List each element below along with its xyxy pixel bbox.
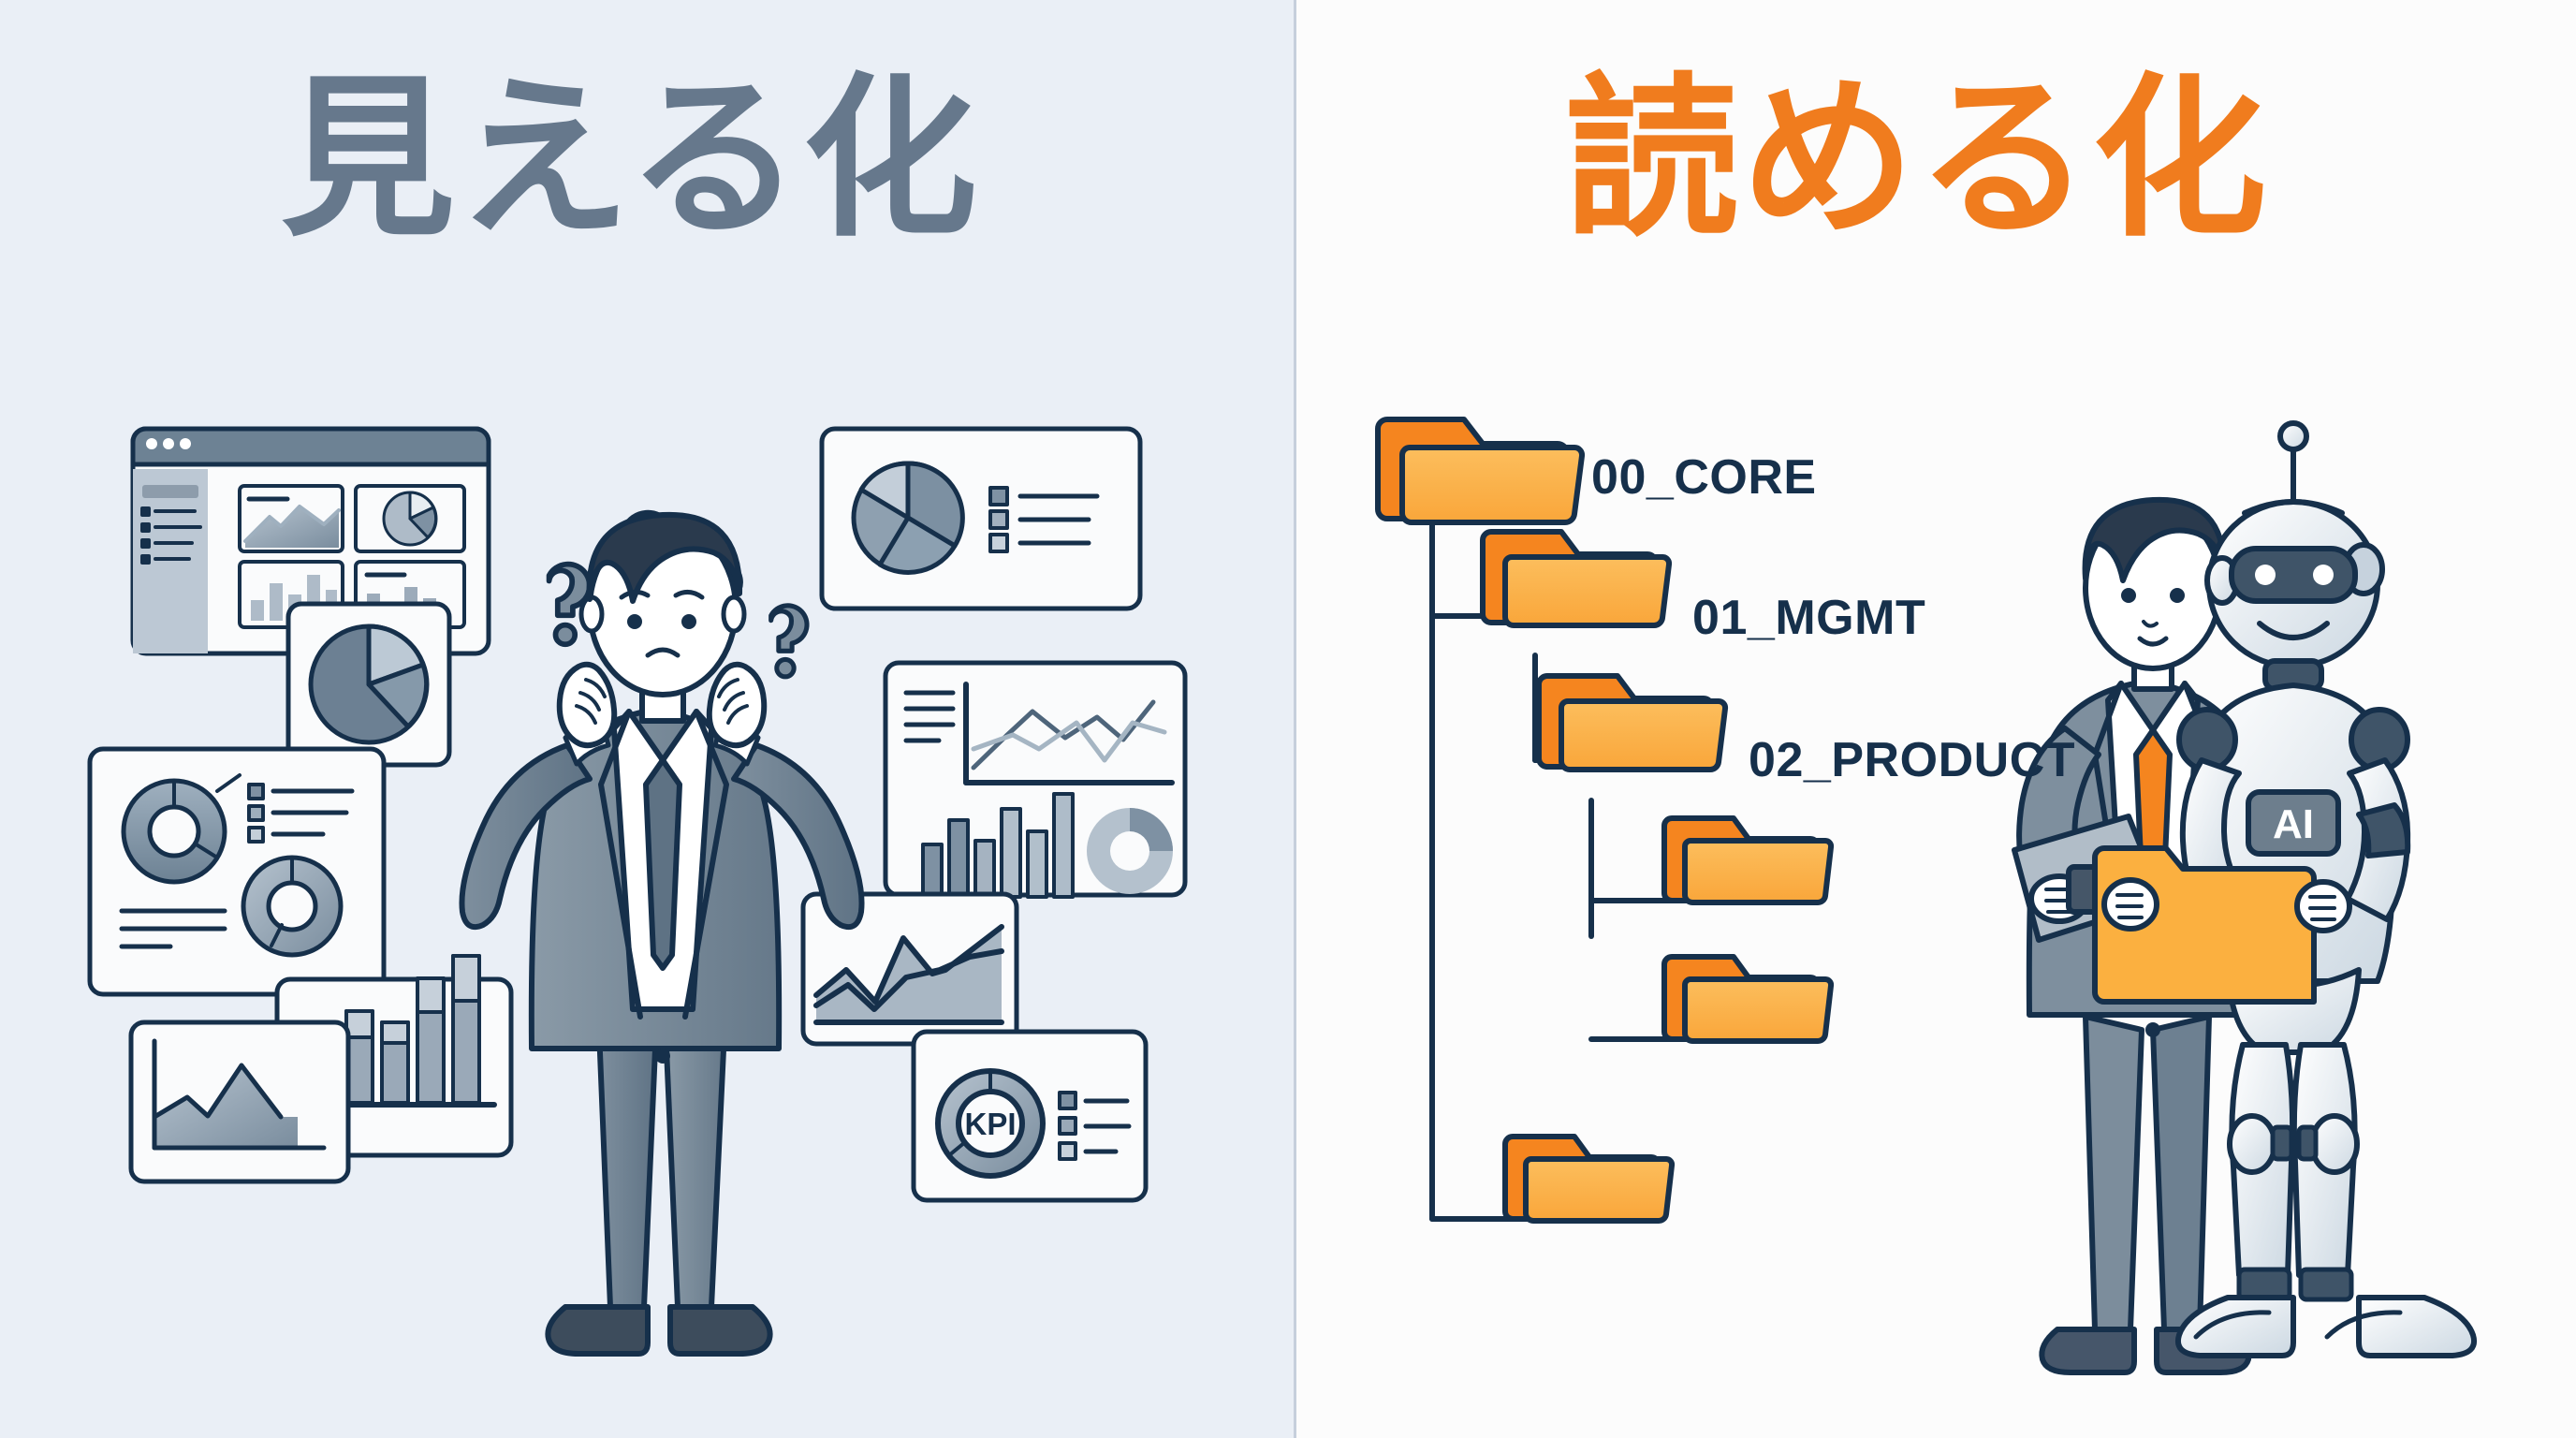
card-dashboard-browser: [130, 426, 491, 656]
figure-confused-businessman: [459, 511, 865, 1357]
card-kpi: KPI: [911, 1029, 1149, 1203]
folder-00-core[interactable]: [1375, 417, 1586, 526]
kpi-label: KPI: [964, 1107, 1016, 1141]
robot-ai-badge-label: AI: [2273, 801, 2314, 847]
folder-unlabeled-3[interactable]: [1502, 1134, 1676, 1225]
card-mixed-metrics: [883, 660, 1188, 899]
folder-01-mgmt[interactable]: [1480, 529, 1673, 629]
panel-divider: [1294, 0, 1296, 1438]
folder-label-00-core: 00_CORE: [1591, 450, 1817, 505]
left-panel-title: 見える化: [281, 63, 979, 257]
card-pie-floating: [285, 601, 452, 768]
folder-unlabeled-1[interactable]: [1661, 815, 1835, 906]
card-area-chart: [128, 1020, 351, 1184]
card-pie-legend: [819, 426, 1143, 611]
right-panel-title: 読める化: [1565, 63, 2269, 257]
card-line-area: [800, 891, 1019, 1047]
folder-label-02-product: 02_PRODUCT: [1749, 733, 2076, 787]
folder-unlabeled-2[interactable]: [1661, 954, 1835, 1045]
folder-02-product[interactable]: [1536, 673, 1729, 773]
figure-ai-robot: AI: [2092, 420, 2477, 1358]
card-donut-pair: [87, 746, 387, 997]
folder-label-01-mgmt: 01_MGMT: [1692, 591, 1926, 645]
